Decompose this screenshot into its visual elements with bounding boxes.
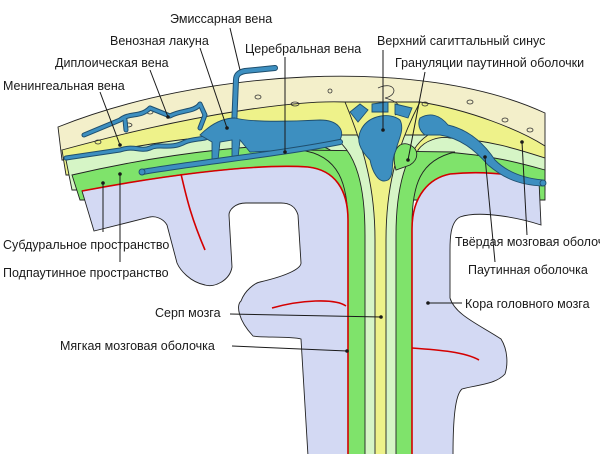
label-arachnoid-mater: Паутинная оболочка (468, 263, 588, 277)
superior-sagittal-sinus (358, 115, 403, 182)
label-meningeal-vein: Менингеальная вена (3, 79, 125, 93)
label-superior-sagittal-sinus: Верхний сагиттальный синус (377, 34, 545, 48)
label-emissary-vein: Эмиссарная вена (170, 12, 272, 26)
leader-lines (99, 27, 528, 353)
label-pia-mater: Мягкая мозговая оболочка (60, 339, 215, 353)
label-subdural-space: Субдуральное пространство (3, 238, 169, 252)
veins (63, 65, 547, 187)
label-cerebral-cortex: Кора головного мозга (465, 297, 590, 311)
label-subarachnoid-space: Подпаутинное пространство (3, 266, 169, 280)
label-cerebral-vein: Церебральная вена (245, 42, 361, 56)
label-diploic-vein: Диплоическая вена (55, 56, 169, 70)
venous-lacuna (199, 117, 342, 161)
cortex-right (411, 172, 542, 454)
label-venous-lacuna: Венозная лакуна (110, 34, 209, 48)
falx-cerebri (344, 101, 421, 454)
label-falx-cerebri: Серп мозга (155, 306, 221, 320)
label-dura-mater: Твёрдая мозговая оболочка (455, 235, 600, 249)
pia-mater-lines (81, 165, 540, 454)
label-arachnoid-granulations: Грануляции паутинной оболочки (395, 56, 584, 70)
